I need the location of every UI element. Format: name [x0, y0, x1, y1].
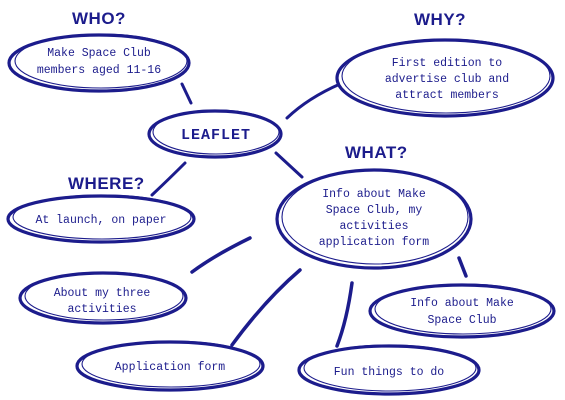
why-node-line-2: advertise club and — [385, 73, 509, 86]
connector-where — [150, 161, 187, 197]
who-node-line-1: Make Space Club — [47, 47, 151, 60]
where-heading: WHERE? — [68, 174, 145, 193]
connector-fun — [335, 281, 354, 348]
leaflet-node: LEAFLET — [147, 109, 283, 159]
connector-who — [180, 82, 193, 105]
info-node: Info about Make Space Club — [368, 283, 556, 339]
fun-node-line-1: Fun things to do — [334, 366, 445, 379]
what-node-line-2: Space Club, my — [326, 204, 423, 217]
what-node-line-1: Info about Make — [322, 188, 426, 201]
fun-node: Fun things to do — [297, 344, 481, 396]
application-node: Application form — [75, 340, 265, 392]
why-node-line-3: attract members — [395, 89, 499, 102]
connector-activities — [190, 236, 252, 274]
activities-node-line-1: About my three — [54, 287, 151, 300]
connector-what — [274, 151, 304, 179]
who-node-line-2: members aged 11-16 — [37, 64, 161, 77]
info-node-line-1: Info about Make — [410, 297, 514, 310]
application-node-line-1: Application form — [115, 361, 226, 374]
connector-why — [285, 82, 342, 120]
what-node: Info about Make Space Club, my activitie… — [275, 168, 473, 270]
why-heading: WHY? — [414, 10, 466, 29]
why-node: First edition to advertise club and attr… — [335, 38, 555, 118]
info-node-line-2: Space Club — [427, 314, 496, 327]
connector-application — [230, 268, 302, 347]
why-node-line-1: First edition to — [392, 57, 503, 70]
connector-info — [457, 256, 468, 278]
what-node-line-3: activities — [339, 220, 408, 233]
activities-node-line-2: activities — [67, 303, 136, 316]
where-node: At launch, on paper — [6, 194, 196, 244]
activities-node: About my three activities — [18, 271, 188, 325]
where-node-line-1: At launch, on paper — [35, 214, 166, 227]
who-node: Make Space Club members aged 11-16 — [7, 33, 191, 93]
leaflet-label: LEAFLET — [181, 127, 251, 144]
what-node-line-4: application form — [319, 236, 430, 249]
who-heading: WHO? — [72, 9, 126, 28]
connectors — [150, 82, 468, 348]
what-heading: WHAT? — [345, 143, 408, 162]
